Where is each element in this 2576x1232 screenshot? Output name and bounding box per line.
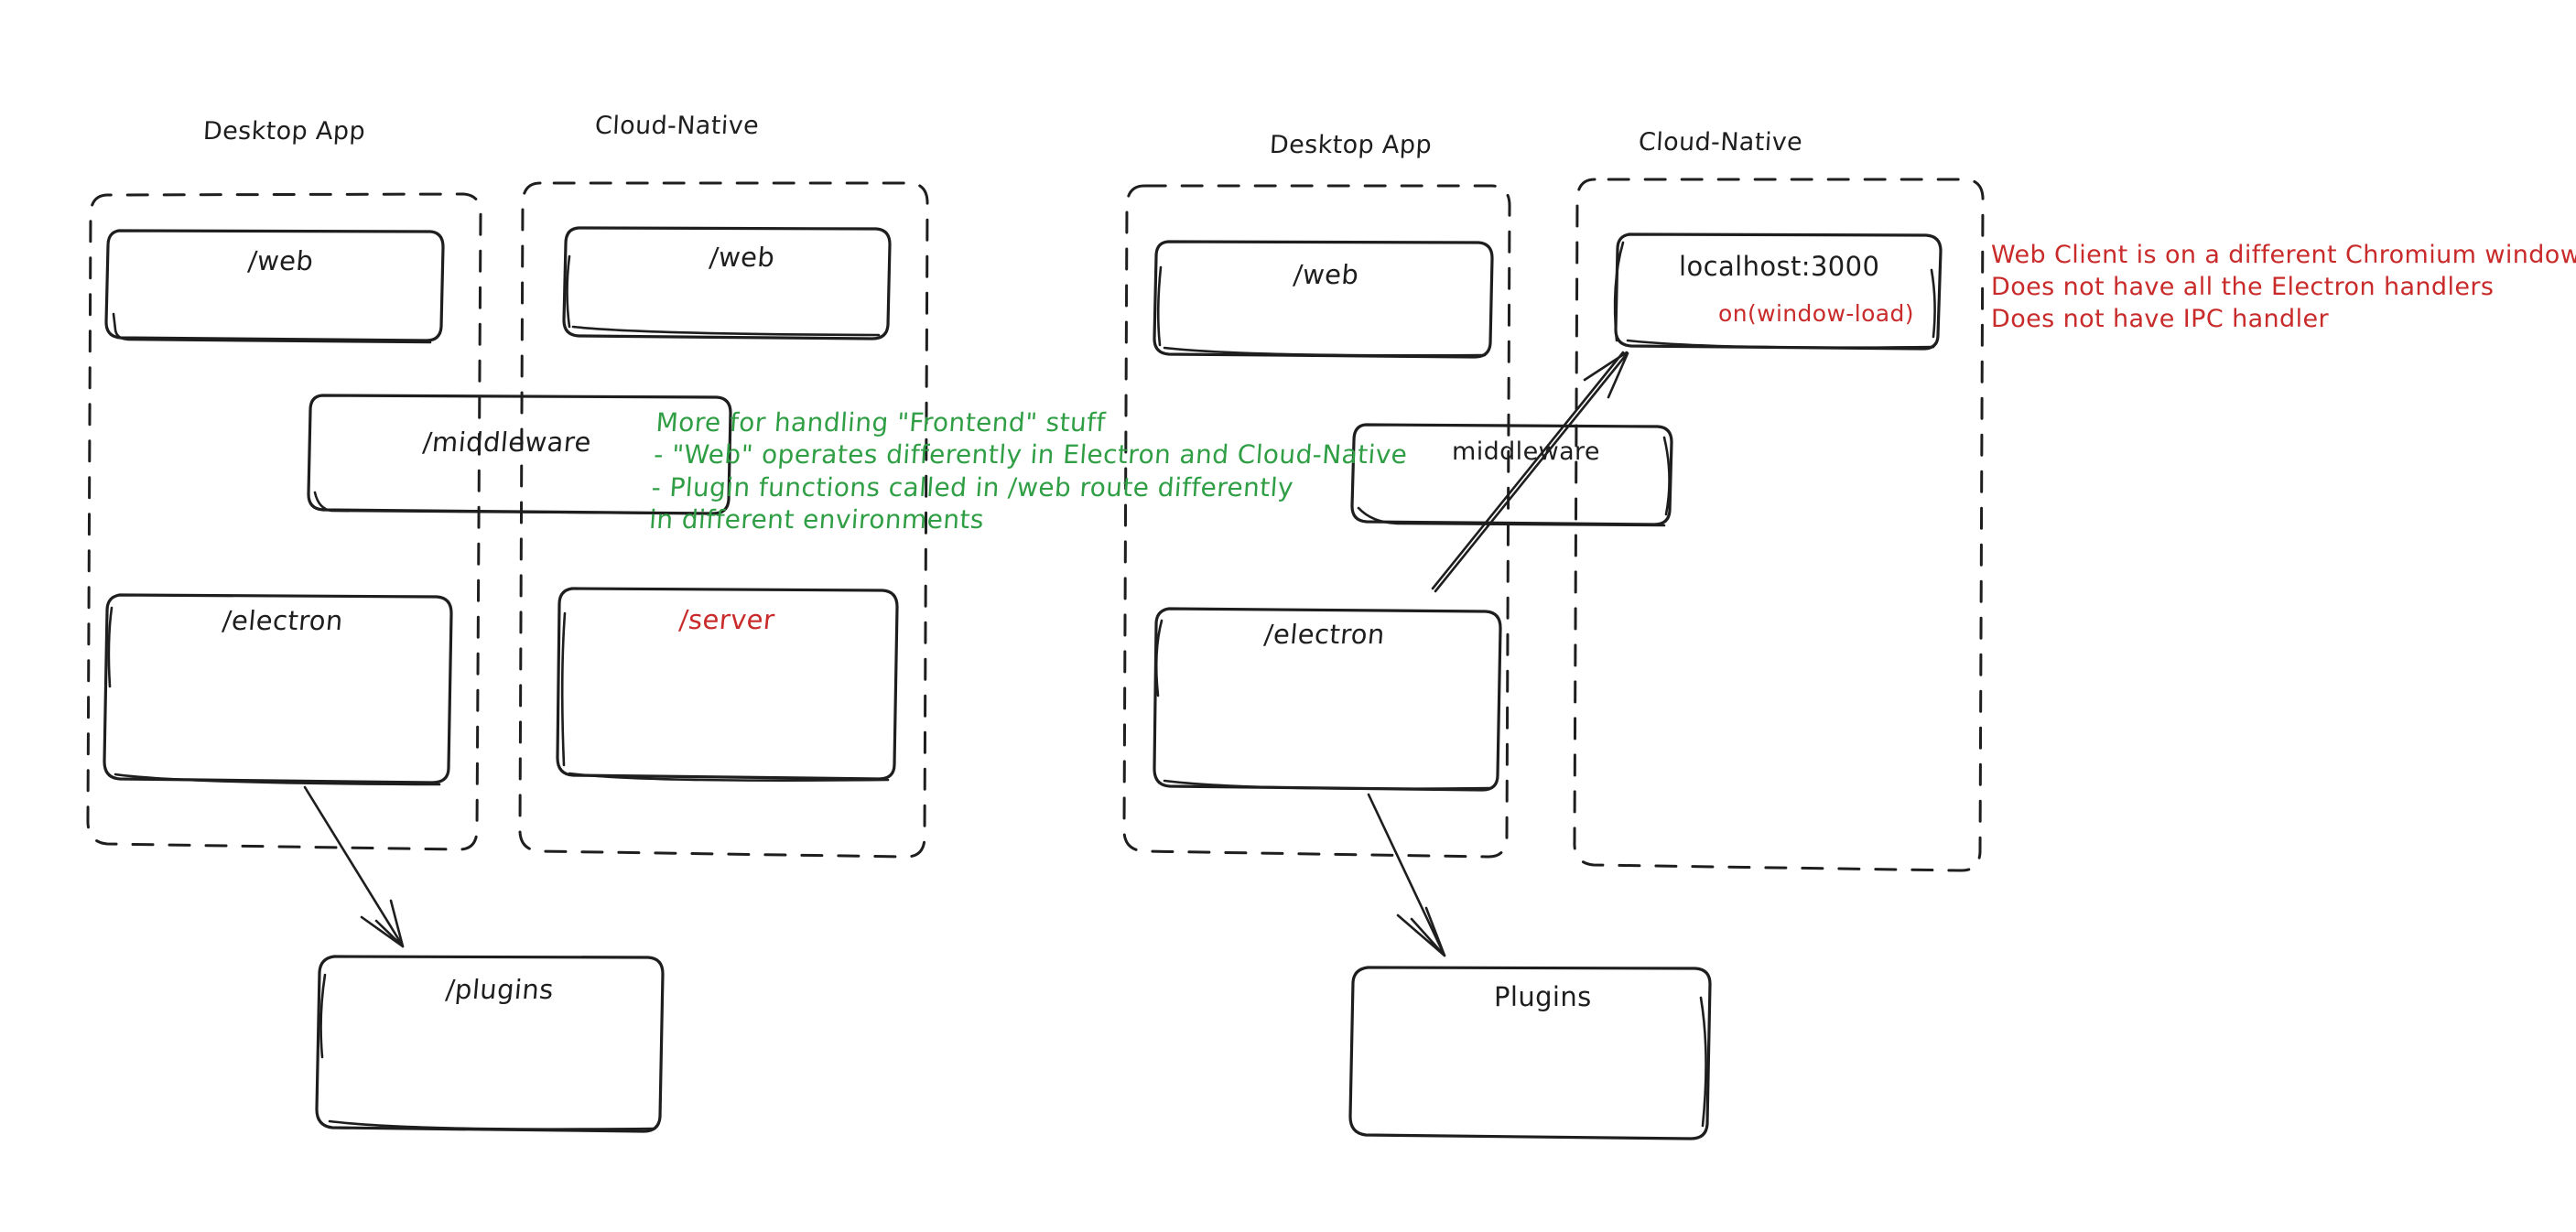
left-cloud-native-container [518, 181, 929, 859]
right-desktop-app-container [1122, 184, 1511, 859]
right-plugins-box [1348, 966, 1712, 1140]
right-electron-box [1153, 607, 1502, 792]
right-middleware-box [1350, 423, 1673, 527]
left-plugins-box [315, 955, 665, 1133]
right-web-box [1153, 240, 1494, 359]
right-cloud-native-container [1573, 178, 1985, 872]
left-web-cloud-box [562, 226, 892, 340]
left-desktop-app-container [86, 192, 482, 851]
left-server-box [556, 587, 899, 782]
right-electron-to-localhost-arrow [1431, 351, 1629, 593]
right-electron-to-plugins-arrow [1367, 793, 1446, 957]
left-electron-box [103, 593, 453, 786]
left-web-desktop-box [104, 229, 445, 344]
left-electron-to-plugins-arrow [303, 785, 405, 948]
left-middleware-box [307, 394, 732, 515]
right-localhost-box [1613, 232, 1943, 351]
